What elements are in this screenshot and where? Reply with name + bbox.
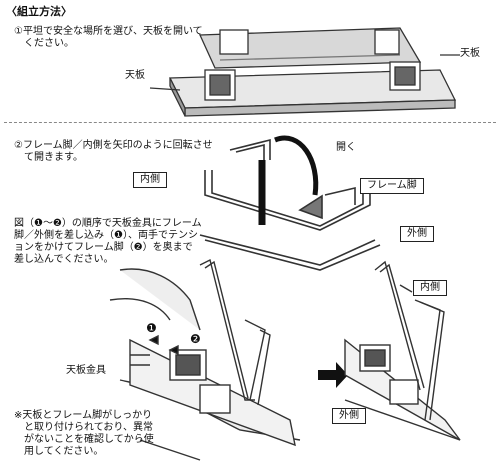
step1-text: ①平坦で安全な場所を選び、天板を開いて ください。 bbox=[14, 26, 203, 49]
step3-text: 図（❶～❷）の順序で天板金具にフレーム 脚／外側を差し込み（❶）、両手でテンシ … bbox=[14, 218, 202, 265]
step2-label-frame: フレーム脚 bbox=[360, 178, 424, 194]
step3-label-outer-bottom: 外側 bbox=[332, 408, 366, 424]
heading: 〈組立方法〉 bbox=[6, 5, 72, 18]
marker-1: ❶ bbox=[146, 321, 157, 335]
step3-result-illustration bbox=[344, 260, 461, 441]
step1-label-left: 天板 bbox=[125, 70, 145, 81]
step3-label-outer-top: 外側 bbox=[400, 226, 434, 242]
step2-label-inner: 内側 bbox=[133, 172, 167, 188]
marker-2: ❷ bbox=[190, 332, 201, 346]
step2-frame-illustration bbox=[199, 135, 381, 271]
divider-1 bbox=[4, 122, 496, 123]
step1-board-illustration bbox=[149, 27, 460, 117]
step2-text: ②フレーム脚／内側を矢印のように回転させ て開きます。 bbox=[14, 140, 213, 163]
step3-label-inner: 内側 bbox=[413, 280, 447, 296]
step2-label-open: 開く bbox=[336, 142, 356, 153]
next-arrow-icon bbox=[318, 362, 348, 388]
note-text: ※天板とフレーム脚がしっかり と取り付けられており、異常 がないことを確認してか… bbox=[14, 410, 154, 457]
step3-insert-illustration bbox=[109, 258, 301, 461]
step3-label-metal: 天板金具 bbox=[66, 365, 106, 376]
step1-label-right: 天板 bbox=[460, 48, 480, 59]
